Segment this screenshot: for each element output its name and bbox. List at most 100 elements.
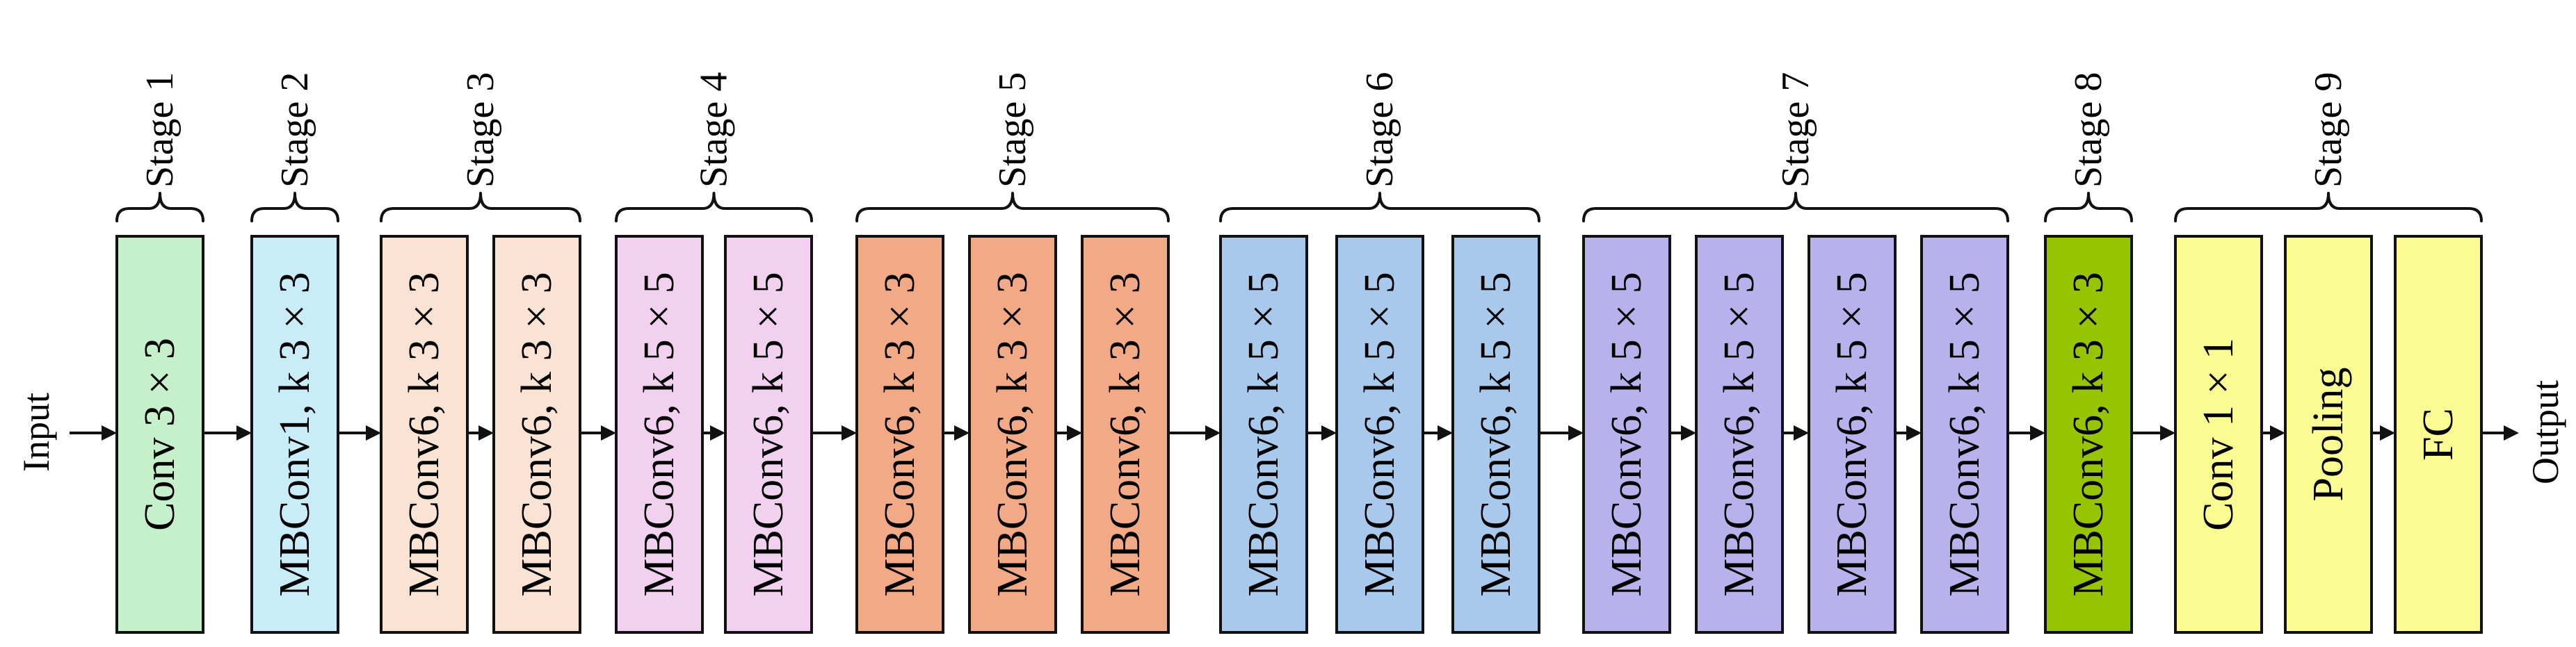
flow-arrow-12 — [1539, 425, 1584, 441]
flow-arrow-13 — [1670, 425, 1696, 441]
blocks-layer: Conv 3 × 3 MBConv1, k 3 × 3 MBConv6, k 3 ×… — [115, 235, 2483, 634]
stage-labels-layer: Stage 1 Stage 2 Stage 3 Stage 4 Stage 5 Stage… — [138, 72, 2350, 188]
flow-arrow-18 — [2262, 425, 2285, 441]
block-rect — [615, 235, 704, 634]
flow-arrow-7 — [943, 425, 969, 441]
stage-6-brace — [1219, 192, 1540, 222]
flow-arrow-17 — [2132, 425, 2175, 441]
block-label: MBConv6, k 5 × 5 — [1941, 272, 1988, 596]
block-rect — [2044, 235, 2133, 634]
block-rect — [380, 235, 469, 634]
stage-5-block-1: MBConv6, k 3 × 3 — [855, 235, 944, 634]
stage-6-block-1: MBConv6, k 5 × 5 — [1219, 235, 1308, 634]
block-label: MBConv6, k 3 × 3 — [2065, 272, 2112, 596]
stage-1-label: Stage 1 — [138, 72, 182, 188]
stage-3-brace — [380, 192, 581, 222]
stage-2-block-1: MBConv1, k 3 × 3 — [250, 235, 339, 634]
block-rect — [724, 235, 813, 634]
stage-7-block-1: MBConv6, k 5 × 5 — [1582, 235, 1671, 634]
input-arrow — [70, 425, 117, 441]
block-label: Pooling — [2305, 368, 2352, 502]
block-label: MBConv6, k 3 × 3 — [876, 272, 924, 596]
block-label: MBConv1, k 3 × 3 — [271, 272, 319, 596]
arrows-layer — [70, 425, 2519, 441]
stage-8-brace — [2044, 192, 2133, 222]
flow-arrow-11 — [1423, 425, 1453, 441]
block-label: MBConv6, k 3 × 3 — [1102, 272, 1149, 596]
stage-2-label: Stage 2 — [273, 72, 316, 188]
block-rect — [2394, 235, 2483, 634]
flow-arrow-10 — [1307, 425, 1337, 441]
block-label: MBConv6, k 3 × 3 — [401, 272, 448, 596]
stage-8-block-1: MBConv6, k 3 × 3 — [2044, 235, 2133, 634]
stage-4-brace — [615, 192, 813, 222]
stage-7-block-2: MBConv6, k 5 × 5 — [1695, 235, 1784, 634]
stage-6-block-3: MBConv6, k 5 × 5 — [1451, 235, 1540, 634]
flow-arrow-15 — [1895, 425, 1922, 441]
stage-9-block-2: Pooling — [2284, 235, 2373, 634]
block-label: MBConv6, k 5 × 5 — [1472, 272, 1520, 596]
block-label: MBConv6, k 5 × 5 — [1603, 272, 1650, 596]
block-rect — [492, 235, 581, 634]
block-rect — [1920, 235, 2009, 634]
flow-arrow-1 — [203, 425, 252, 441]
flow-arrow-8 — [1056, 425, 1082, 441]
flow-arrow-14 — [1782, 425, 1809, 441]
block-rect — [1451, 235, 1540, 634]
stage-5-brace — [855, 192, 1170, 222]
output-label: Output — [2525, 380, 2566, 484]
stage-2-brace — [250, 192, 339, 222]
stage-9-label: Stage 9 — [2307, 72, 2350, 188]
stage-4-label: Stage 4 — [693, 72, 736, 188]
flow-arrow-16 — [2008, 425, 2045, 441]
stage-3-block-2: MBConv6, k 3 × 3 — [492, 235, 581, 634]
block-rect — [1582, 235, 1671, 634]
block-rect — [1335, 235, 1424, 634]
block-label: MBConv6, k 5 × 5 — [1240, 272, 1287, 596]
stage-3-block-1: MBConv6, k 3 × 3 — [380, 235, 469, 634]
stage-5-label: Stage 5 — [991, 72, 1034, 188]
stage-9-block-3: FC — [2394, 235, 2483, 634]
stage-5-block-2: MBConv6, k 3 × 3 — [968, 235, 1057, 634]
stage-4-block-2: MBConv6, k 5 × 5 — [724, 235, 813, 634]
stage-7-block-4: MBConv6, k 5 × 5 — [1920, 235, 2009, 634]
block-rect — [2284, 235, 2373, 634]
block-label: Conv 1 × 1 — [2195, 338, 2242, 531]
block-label: Conv 3 × 3 — [136, 338, 184, 531]
block-rect — [115, 235, 204, 634]
block-label: MBConv6, k 5 × 5 — [1356, 272, 1403, 596]
flow-arrow-6 — [812, 425, 857, 441]
stage-7-brace — [1582, 192, 2009, 222]
stage-braces-layer — [115, 192, 2483, 222]
stage-9-block-1: Conv 1 × 1 — [2174, 235, 2263, 634]
flow-arrow-3 — [467, 425, 494, 441]
block-rect — [968, 235, 1057, 634]
input-label: Input — [15, 393, 57, 472]
block-label: MBConv6, k 5 × 5 — [745, 272, 792, 596]
stage-3-label: Stage 3 — [459, 72, 502, 188]
stage-7-label: Stage 7 — [1774, 72, 1817, 188]
block-label: FC — [2415, 408, 2462, 461]
block-rect — [1808, 235, 1897, 634]
stage-8-label: Stage 8 — [2067, 72, 2110, 188]
block-rect — [1695, 235, 1784, 634]
block-rect — [1081, 235, 1170, 634]
stage-9-brace — [2174, 192, 2483, 222]
flow-arrow-19 — [2372, 425, 2395, 441]
flow-arrow-5 — [702, 425, 725, 441]
block-rect — [1219, 235, 1308, 634]
stage-6-block-2: MBConv6, k 5 × 5 — [1335, 235, 1424, 634]
block-label: MBConv6, k 5 × 5 — [1716, 272, 1763, 596]
stage-6-label: Stage 6 — [1358, 72, 1401, 188]
block-label: MBConv6, k 3 × 3 — [989, 272, 1036, 596]
stage-4-block-1: MBConv6, k 5 × 5 — [615, 235, 704, 634]
flow-arrow-4 — [580, 425, 616, 441]
stage-7-block-3: MBConv6, k 5 × 5 — [1808, 235, 1897, 634]
block-label: MBConv6, k 3 × 3 — [513, 272, 561, 596]
stage-1-brace — [115, 192, 204, 222]
stage-5-block-3: MBConv6, k 3 × 3 — [1081, 235, 1170, 634]
block-rect — [2174, 235, 2263, 634]
flow-arrow-2 — [338, 425, 381, 441]
output-arrow — [2481, 425, 2519, 441]
